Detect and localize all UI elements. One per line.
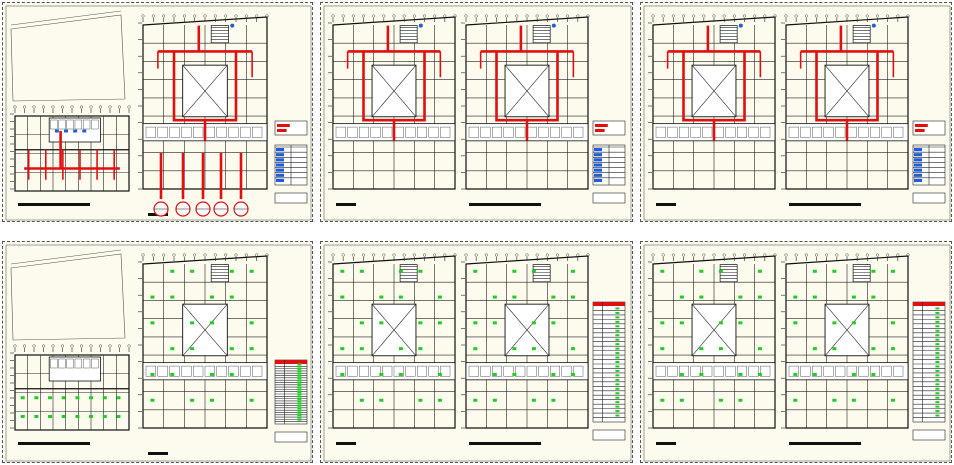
scale-bar xyxy=(656,442,676,445)
upper-floor-plan xyxy=(138,14,269,190)
upper-floor-plan xyxy=(648,14,777,190)
sheet-drawing xyxy=(323,244,632,462)
legend-rows xyxy=(912,301,946,423)
plumbing-lines xyxy=(479,23,575,141)
upper-floor-plan xyxy=(461,253,590,429)
upper-floor-plan xyxy=(781,253,910,429)
drawing-sheet xyxy=(2,241,313,463)
sheet-drawing xyxy=(5,5,312,221)
sheet-frame xyxy=(323,244,632,462)
title-block xyxy=(592,429,626,441)
sheet-frame xyxy=(5,244,312,462)
ground-floor-plan xyxy=(10,344,131,431)
blue-valve-icon xyxy=(551,23,556,28)
plumbing-lines xyxy=(799,23,895,141)
stair-core xyxy=(399,264,418,283)
site-sketch xyxy=(10,249,126,341)
legend-rows xyxy=(274,359,308,425)
stair-core xyxy=(210,264,229,283)
stair-core xyxy=(532,25,551,44)
legend-table xyxy=(912,120,946,204)
scale-bar xyxy=(18,203,90,206)
stair-core xyxy=(852,264,871,283)
plumbing-lines xyxy=(157,23,253,141)
scale-bar xyxy=(789,442,861,445)
scale-bar xyxy=(789,203,861,206)
electrical-symbols xyxy=(20,396,121,418)
electrical-symbols xyxy=(660,269,762,402)
upper-floor-plan xyxy=(461,14,590,190)
plumbing-lines xyxy=(24,129,120,180)
upper-floor-plan xyxy=(781,14,910,190)
scale-bar xyxy=(336,203,356,206)
sheet-frame xyxy=(5,5,312,221)
sheet-frame xyxy=(323,5,632,221)
upper-floor-plan xyxy=(328,14,457,190)
stair-core xyxy=(210,25,229,44)
legend-table xyxy=(274,359,308,443)
drawing-sheet xyxy=(2,2,313,222)
sheet-drawing xyxy=(643,244,951,462)
stair-core xyxy=(719,264,738,283)
site-sketch xyxy=(10,10,126,102)
title-block xyxy=(274,431,308,443)
scale-bar xyxy=(469,442,541,445)
sheet-drawing xyxy=(643,5,951,221)
scale-bar xyxy=(18,442,90,445)
electrical-symbols xyxy=(340,269,442,402)
scale-bar xyxy=(336,442,356,445)
scale-bar xyxy=(469,203,541,206)
legend-rows xyxy=(592,301,626,423)
upper-floor-plan xyxy=(328,253,457,429)
sheet-frame xyxy=(643,5,951,221)
legend-table xyxy=(912,301,946,441)
title-block xyxy=(912,192,946,204)
sheet-frame xyxy=(643,244,951,462)
scale-bar xyxy=(656,203,676,206)
plumbing-lines xyxy=(666,23,762,141)
electrical-symbols xyxy=(150,269,254,402)
drawing-sheet xyxy=(320,241,633,463)
stair-core xyxy=(719,25,738,44)
title-block xyxy=(274,192,308,204)
legend-header xyxy=(274,120,308,136)
legend-table xyxy=(592,120,626,204)
scale-bar xyxy=(148,452,168,455)
drawing-sheet xyxy=(640,241,952,463)
sheet-drawing xyxy=(323,5,632,221)
blue-valve-icon xyxy=(230,23,235,28)
electrical-symbols xyxy=(473,269,575,402)
upper-floor-plan xyxy=(648,253,777,429)
drawing-sheet xyxy=(640,2,952,222)
title-block xyxy=(912,429,946,441)
blue-valve-icon xyxy=(418,23,423,28)
ground-floor-plan xyxy=(10,105,131,192)
legend-header xyxy=(912,120,946,136)
sheet-drawing xyxy=(5,244,312,462)
riser-diagram xyxy=(153,153,249,217)
electrical-symbols xyxy=(793,269,895,402)
upper-floor-plan xyxy=(138,253,269,429)
legend-table xyxy=(592,301,626,441)
blue-valve-icon xyxy=(871,23,876,28)
stair-core xyxy=(399,25,418,44)
plumbing-lines xyxy=(346,23,442,141)
legend-header xyxy=(592,120,626,136)
stair-core xyxy=(852,25,871,44)
blue-valve-icon xyxy=(738,23,743,28)
legend-table xyxy=(274,120,308,204)
title-block xyxy=(592,192,626,204)
drawing-sheet xyxy=(320,2,633,222)
stair-core xyxy=(532,264,551,283)
